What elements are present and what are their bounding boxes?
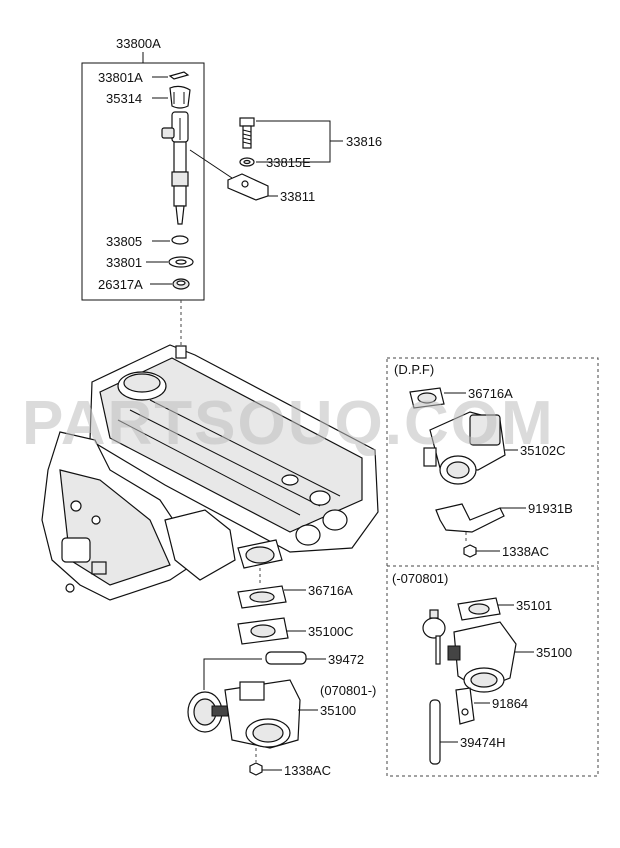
label-33816: 33816: [346, 134, 382, 149]
label-33800A: 33800A: [116, 36, 161, 51]
label-36716A-dpf: 36716A: [468, 386, 513, 401]
label-33805: 33805: [106, 234, 142, 249]
nut-1338AC-main: [249, 762, 263, 776]
label-33801: 33801: [106, 255, 142, 270]
gasket-35100C: [237, 617, 289, 645]
label-33811: 33811: [280, 189, 315, 204]
label-date-before: (-070801): [392, 571, 448, 586]
throttle-body-dpf: [423, 411, 506, 485]
watermark: PARTSOUQ.COM: [22, 389, 555, 458]
cylinder-head: [89, 344, 379, 553]
label-91864: 91864: [492, 696, 528, 711]
label-35101: 35101: [516, 598, 552, 613]
label-39474H: 39474H: [460, 735, 506, 750]
vacuum-actuator: [422, 609, 446, 665]
o-ring-33805: [171, 235, 189, 245]
label-33815E: 33815E: [266, 155, 311, 170]
manifold-flange: [237, 539, 283, 569]
label-1338AC-main: 1338AC: [284, 763, 331, 778]
injector-cap: [169, 85, 191, 109]
label-91931B: 91931B: [528, 501, 573, 516]
hose-39474H: [429, 699, 441, 765]
leader-33816: [256, 120, 343, 163]
label-dpf: (D.P.F): [394, 362, 434, 377]
nut-1338AC-dpf: [463, 544, 477, 558]
label-35100C: 35100C: [308, 624, 354, 639]
seal-26317A: [172, 278, 190, 290]
label-date-after: (070801-): [320, 683, 376, 698]
label-35100-alt: 35100: [536, 645, 572, 660]
label-36716A-main: 36716A: [308, 583, 353, 598]
bracket-91931B: [435, 503, 505, 533]
label-1338AC-dpf: 1338AC: [502, 544, 549, 559]
washer-33815E: [239, 157, 255, 167]
bracket-91864: [455, 687, 475, 725]
label-35314: 35314: [106, 91, 142, 106]
label-33801A: 33801A: [98, 70, 143, 85]
variant-box: [386, 357, 599, 777]
clamp-bolt: [239, 117, 255, 149]
gasket-35101: [457, 597, 501, 621]
label-39472: 39472: [328, 652, 364, 667]
injector-clip: [168, 71, 190, 80]
fuel-injector: [161, 111, 189, 225]
label-35102C: 35102C: [520, 443, 566, 458]
gasket-36716A-dpf: [409, 387, 445, 409]
intake-manifold-side: [41, 431, 236, 601]
washer-33801: [168, 256, 194, 268]
gasket-36716A: [237, 585, 287, 609]
hose-39472: [265, 651, 307, 665]
throttle-body-alt: [447, 621, 517, 693]
injector-clamp: [227, 173, 269, 201]
throttle-body-main: [187, 679, 301, 749]
label-26317A: 26317A: [98, 277, 143, 292]
label-35100-main: 35100: [320, 703, 356, 718]
